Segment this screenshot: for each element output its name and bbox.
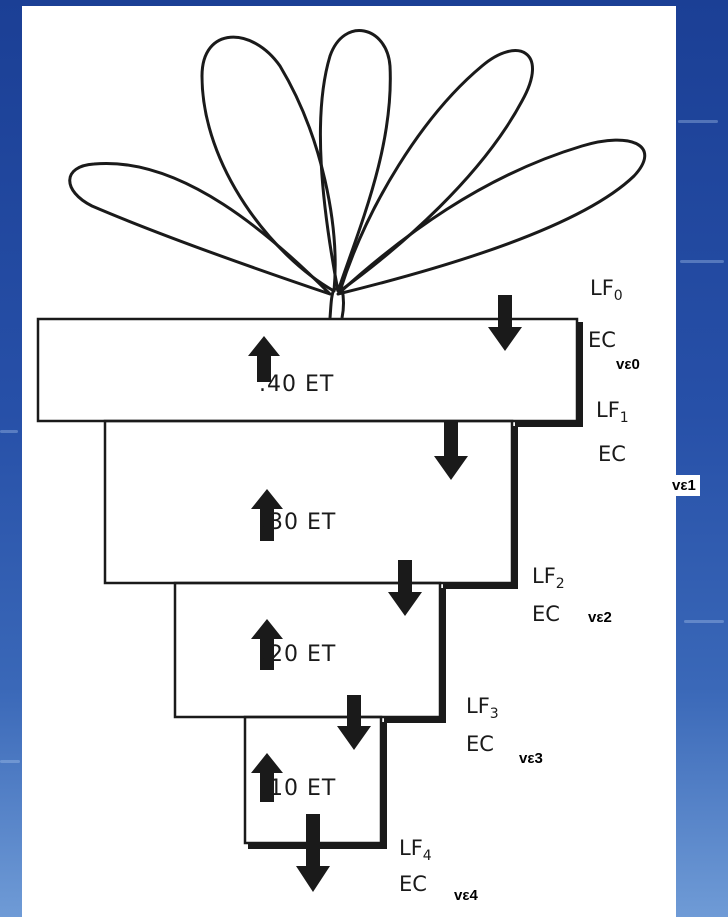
plant-leaf <box>200 35 337 293</box>
arrow-up-3 <box>251 753 283 802</box>
ve-label-0: vε0 <box>612 354 644 375</box>
lf-text: LF <box>466 694 490 718</box>
arrow-down-3 <box>337 695 371 750</box>
plant-leaf <box>318 29 392 293</box>
lf-text: LF <box>590 276 614 300</box>
background-streak <box>0 430 18 433</box>
lf-text: LF <box>596 398 620 422</box>
et-label-2: .20 ET <box>261 642 337 667</box>
ve-label-1: vε1 <box>668 475 700 496</box>
lf-subscript: 1 <box>619 410 629 427</box>
root-zone-diagram <box>36 29 647 892</box>
et-label-1: .30 ET <box>261 510 337 535</box>
lf-text: LF <box>399 836 423 860</box>
arrow-up-0 <box>248 336 280 382</box>
arrow-down-2 <box>388 560 422 616</box>
arrow-up-1 <box>251 489 283 541</box>
layer-shadow <box>443 426 518 589</box>
arrow-up-icon <box>248 336 283 802</box>
ve-label-2: vε2 <box>584 607 616 628</box>
ec-label-2: EC <box>532 602 560 626</box>
arrow-down-0 <box>488 295 522 351</box>
lf-subscript: 4 <box>422 848 432 865</box>
lf-subscript: 0 <box>613 288 623 305</box>
ec-label-1: EC <box>598 442 626 466</box>
layer-shadow <box>248 722 387 849</box>
et-label-0: .40 ET <box>259 372 335 397</box>
lf-subscript: 3 <box>489 706 499 723</box>
soil-layers <box>36 317 583 849</box>
arrow-up-2 <box>251 619 283 670</box>
plant-leaf <box>338 49 534 293</box>
arrow-down-1 <box>434 422 468 480</box>
arrow-down-4 <box>296 814 330 892</box>
background-streak <box>678 120 718 123</box>
background-streak <box>0 760 20 763</box>
ve-label-3: vε3 <box>515 748 547 769</box>
layer-shadow <box>384 588 446 723</box>
diagram-paper: .40 ET .30 ET .20 ET .10 ET LF0 EC LF1 E… <box>22 6 676 917</box>
lf-label-1: LF1 <box>596 398 629 426</box>
lf-text: LF <box>532 564 556 588</box>
lf-label-0: LF0 <box>590 276 623 304</box>
ec-label-0: EC <box>588 328 616 352</box>
ec-label-3: EC <box>466 732 494 756</box>
plant-stem <box>328 287 345 319</box>
arrow-down-icon <box>296 295 522 892</box>
lf-label-2: LF2 <box>532 564 565 592</box>
plant-leaf <box>68 161 332 296</box>
plant-leaf <box>336 138 647 296</box>
background-streak <box>684 620 724 623</box>
et-label-3: .10 ET <box>261 776 337 801</box>
lf-label-3: LF3 <box>466 694 499 722</box>
layer-shadow <box>515 322 583 427</box>
lf-label-4: LF4 <box>399 836 432 864</box>
ec-label-4: EC <box>399 872 427 896</box>
lf-subscript: 2 <box>555 576 565 593</box>
background-streak <box>680 260 724 263</box>
plant-icon <box>68 29 647 319</box>
ve-label-4: vε4 <box>450 885 482 906</box>
